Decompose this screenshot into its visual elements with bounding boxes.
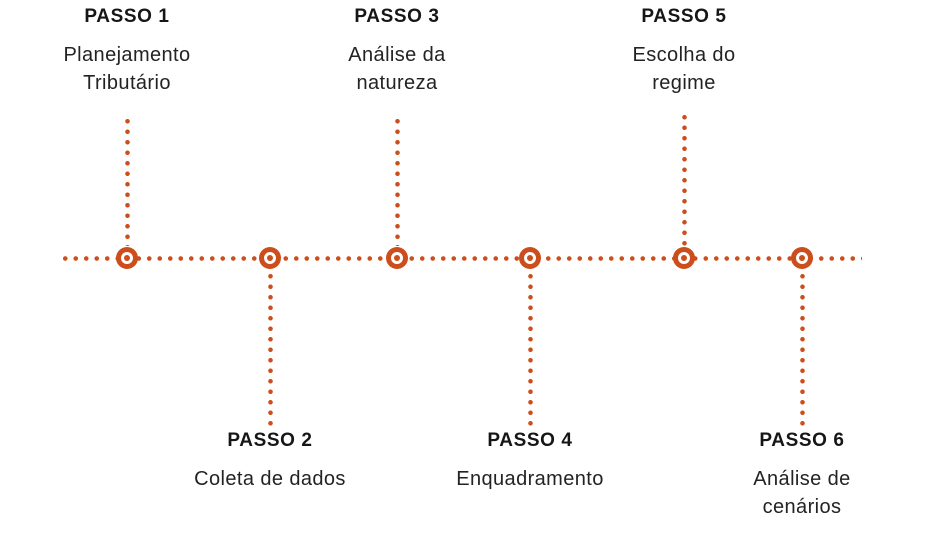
timeline-node-3-icon	[386, 247, 408, 269]
node-ring	[264, 252, 276, 264]
step-4-label: PASSO 4 Enquadramento	[410, 430, 650, 493]
step-2-title: PASSO 2	[227, 430, 313, 451]
step-2-label: PASSO 2 Coleta de dados	[150, 430, 390, 493]
node-ring	[678, 252, 690, 264]
timeline-node-1-icon	[116, 247, 138, 269]
connector-step-1	[124, 116, 130, 246]
step-6-subtitle: Análise de cenários	[753, 468, 851, 519]
step-6-title: PASSO 6	[759, 430, 845, 451]
connector-step-3	[394, 116, 400, 246]
node-center-dot	[681, 255, 687, 261]
node-ring	[796, 252, 808, 264]
node-ring	[524, 252, 536, 264]
connector-step-4	[527, 271, 533, 429]
node-center-dot	[799, 255, 805, 261]
step-5-subtitle: Escolha do regime	[632, 44, 736, 95]
timeline-node-6-icon	[791, 247, 813, 269]
step-1-label: PASSO 1 Planejamento Tributário	[7, 6, 247, 98]
step-2-subtitle: Coleta de dados	[194, 468, 346, 490]
connector-step-2	[267, 271, 273, 429]
step-1-title: PASSO 1	[84, 6, 170, 27]
step-5-title: PASSO 5	[641, 6, 727, 27]
timeline-node-2-icon	[259, 247, 281, 269]
connector-step-6	[799, 271, 805, 429]
step-3-label: PASSO 3 Análise da natureza	[277, 6, 517, 98]
node-ring	[391, 252, 403, 264]
node-center-dot	[124, 255, 130, 261]
step-3-subtitle: Análise da natureza	[348, 44, 446, 95]
node-center-dot	[394, 255, 400, 261]
timeline-node-5-icon	[673, 247, 695, 269]
step-5-label: PASSO 5 Escolha do regime	[564, 6, 804, 98]
step-4-subtitle: Enquadramento	[456, 468, 604, 490]
node-ring	[121, 252, 133, 264]
connector-step-5	[681, 112, 687, 246]
timeline-axis	[60, 255, 862, 261]
timeline-node-4-icon	[519, 247, 541, 269]
step-3-title: PASSO 3	[354, 6, 440, 27]
step-4-title: PASSO 4	[487, 430, 573, 451]
step-1-subtitle: Planejamento Tributário	[63, 44, 191, 95]
node-center-dot	[267, 255, 273, 261]
node-center-dot	[527, 255, 533, 261]
step-6-label: PASSO 6 Análise de cenários	[682, 430, 922, 522]
